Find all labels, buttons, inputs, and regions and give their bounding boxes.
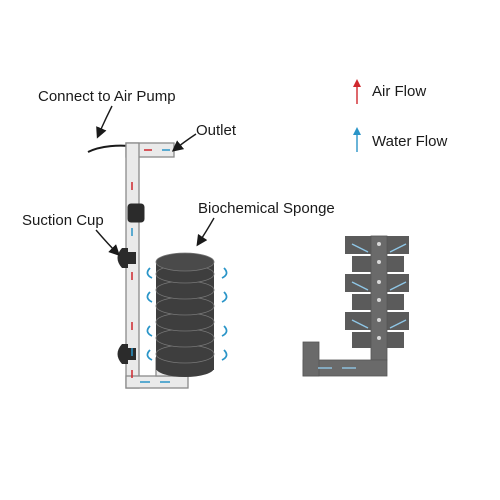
legend-air-arrow (353, 79, 361, 104)
label-connect-to-air-pump: Connect to Air Pump (38, 88, 176, 105)
legend-air-flow-label: Air Flow (372, 83, 427, 100)
water-flow-marks (131, 149, 170, 383)
label-biochemical-sponge: Biochemical Sponge (198, 200, 335, 217)
suction-cup-upper (117, 248, 136, 268)
sponge-flow-arrows (146, 267, 228, 361)
label-suction-cup: Suction Cup (22, 212, 104, 229)
label-outlet: Outlet (196, 122, 237, 139)
air-flow-marks (131, 149, 152, 378)
cross-section (302, 235, 409, 377)
legend-water-arrow (353, 127, 361, 152)
leader-lines (95, 105, 215, 256)
biochemical-sponge (155, 252, 215, 377)
legend-water-flow-label: Water Flow (372, 133, 448, 150)
suction-cup-lower (117, 344, 136, 364)
